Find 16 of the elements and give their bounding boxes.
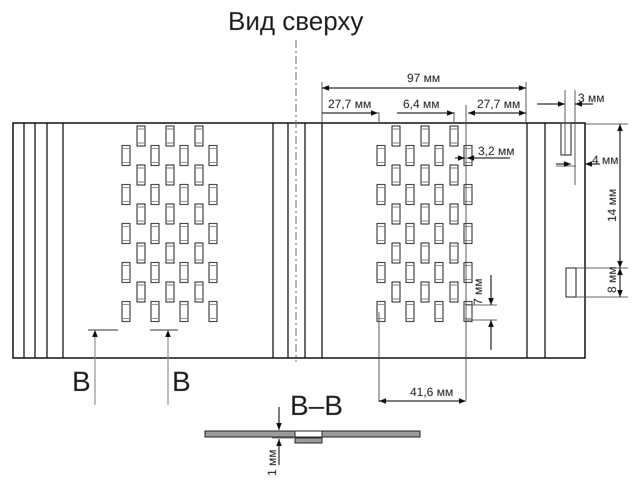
dimension-label: 6,4 мм <box>403 98 440 110</box>
section-label: В <box>72 368 91 396</box>
dimension-label: 4 мм <box>592 154 619 166</box>
dimension-label: 27,7 мм <box>477 98 520 110</box>
dimension-label: 3 мм <box>578 92 605 104</box>
dimension-label: 3,2 мм <box>478 145 515 157</box>
view-title: Вид сверху <box>228 8 364 34</box>
dimension-label: 1 мм <box>266 449 278 476</box>
dimension-label: 14 мм <box>606 188 618 222</box>
section-label: В–В <box>290 392 343 420</box>
dimension-label: 27,7 мм <box>328 98 372 110</box>
dimension-label: 7 мм <box>472 278 484 305</box>
dimension-label: 8 мм <box>606 266 618 293</box>
dimension-label: 41,6 мм <box>410 386 454 398</box>
dimension-label: 97 мм <box>407 72 440 84</box>
section-label: В <box>172 368 191 396</box>
